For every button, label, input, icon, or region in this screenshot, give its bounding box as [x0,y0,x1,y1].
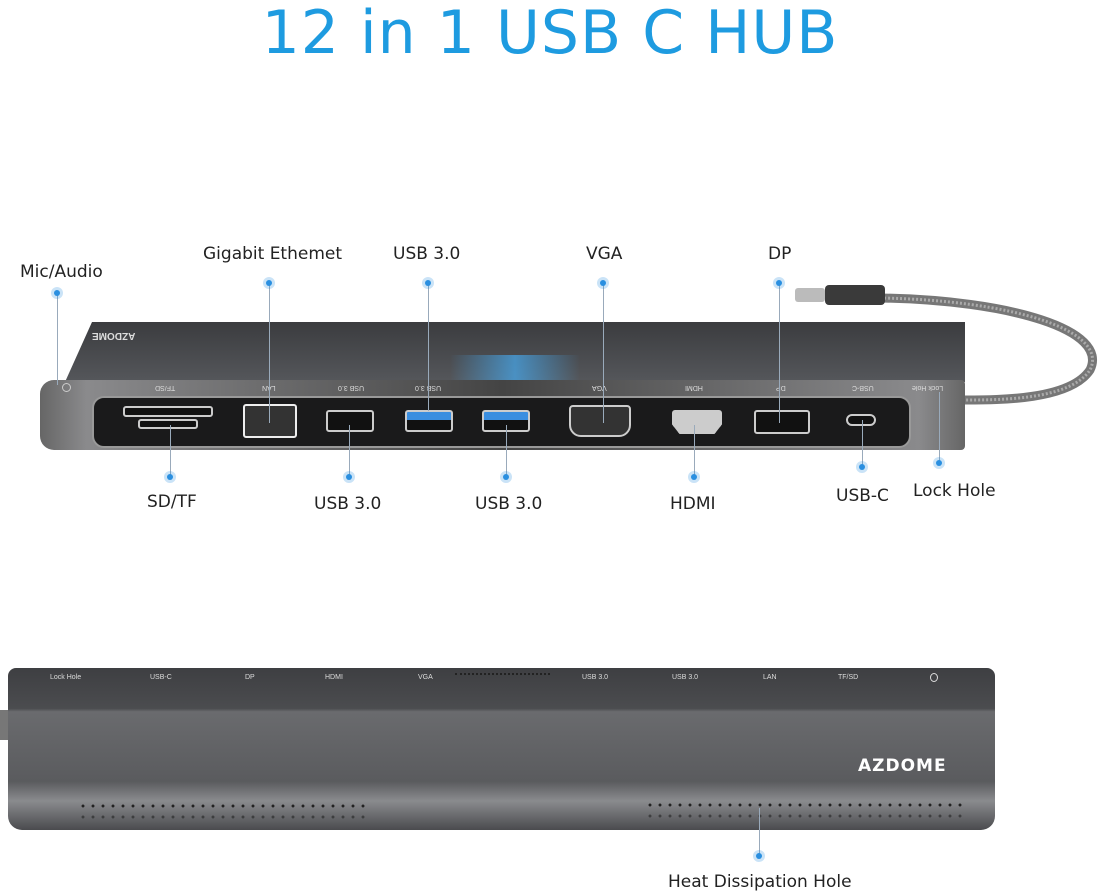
back-label-vga: VGA [418,674,433,681]
callout-leader-line [170,425,171,477]
callout-dot [691,474,697,480]
back-label-dp: DP [245,674,255,681]
label-usb1: USB 3.0 [338,384,365,391]
brand-logo: AZDOME [858,756,947,776]
vga-port [569,405,631,437]
back-label-usbc: USB-C [150,674,172,681]
heat-vent-left [78,804,368,808]
label-usbc: USB-C [852,384,874,391]
callout-dot [756,853,762,859]
callout-leader-line [57,293,58,385]
callout-lock-hole: Lock Hole [913,481,996,501]
callout-leader-line [694,425,695,477]
usb-port-1 [326,410,374,432]
label-lock-hole: Lock Hole [912,384,944,391]
back-label-usb1: USB 3.0 [582,674,609,681]
callout-dot [859,464,865,470]
heat-vent-right-2 [645,814,965,818]
tf-slot [138,419,198,429]
brand-logo: AZDOME [92,330,136,341]
vent-slot [455,673,550,678]
callout-mic-audio: Mic/Audio [20,262,103,282]
callout-leader-line [603,283,604,423]
callout-heat-dissipation-hole: Heat Dissipation Hole [668,872,852,892]
callout-dot [54,290,60,296]
usb-c-port [846,414,876,426]
callout-dot [776,280,782,286]
callout-dot [167,474,173,480]
callout-dot [503,474,509,480]
heat-vent-right [645,803,965,807]
page-title: 12 in 1 USB C HUB [261,0,839,68]
audio-jack-icon [930,673,938,682]
callout-leader-line [506,425,507,477]
label-vga: VGA [592,384,607,391]
callout-dot [266,280,272,286]
callout-usb-3-top: USB 3.0 [393,244,461,264]
callout-dot [425,280,431,286]
callout-gigabit-ethernet: Gigabit Ethemet [203,244,343,264]
callout-leader-line [939,392,940,463]
callout-leader-line [428,283,429,411]
callout-leader-line [862,420,863,467]
heat-vent-left-2 [78,815,368,819]
callout-sd-tf: SD/TF [147,492,197,512]
label-dp: DP [776,384,786,391]
callout-leader-line [349,425,350,477]
audio-jack-icon [62,383,71,392]
blue-light-indicator [450,355,580,383]
back-label-lock-hole: Lock Hole [50,674,82,681]
sd-slot [123,406,213,417]
callout-vga: VGA [586,244,623,264]
callout-dot [936,460,942,466]
callout-hdmi: HDMI [670,494,716,514]
hub-front-view: AZDOME TF/SD LAN USB 3.0 USB 3.0 VGA HDM… [20,244,1097,514]
usb-port-2 [405,410,453,432]
callout-leader-line [779,283,780,423]
back-label-usb2: USB 3.0 [672,674,699,681]
callout-dp: DP [768,244,792,264]
callout-dot [600,280,606,286]
callout-usb-3-a: USB 3.0 [314,494,382,514]
callout-dot [346,474,352,480]
usb-c-cable [795,285,1097,405]
back-label-tf-sd: TF/SD [838,674,859,681]
hdmi-port [672,410,722,434]
back-label-hdmi: HDMI [325,674,343,681]
label-hdmi: HDMI [685,384,703,391]
dp-port [754,410,810,434]
hub-back-view: Lock Hole USB-C DP HDMI VGA USB 3.0 USB … [0,660,1100,895]
callout-leader-line [759,808,760,856]
label-tf-sd: TF/SD [155,384,176,391]
callout-usb-c: USB-C [836,486,889,506]
callout-usb-3-b: USB 3.0 [475,494,543,514]
lan-port [243,404,297,438]
callout-leader-line [269,283,270,423]
back-label-lan: LAN [763,674,777,681]
